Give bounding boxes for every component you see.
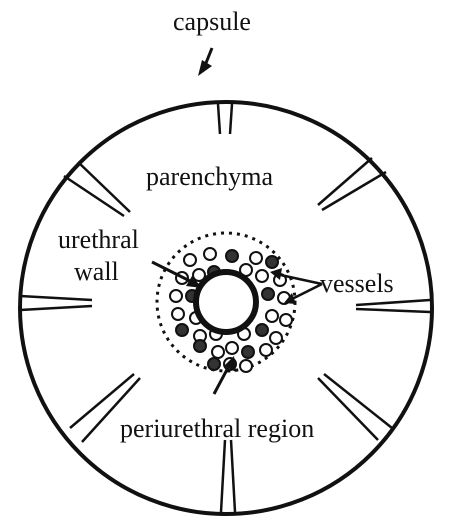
vessel [262,288,274,300]
vessel [172,308,184,320]
vessel [176,324,188,336]
vessel [266,256,278,268]
vessel [240,360,252,372]
septum-right [356,300,430,312]
vessel [184,254,196,266]
vessel [256,270,268,282]
urethral-wall-outer [196,272,256,332]
vessel [260,344,272,356]
vessels-label: vessels [320,269,394,298]
septum-bottom [221,440,235,512]
vessel [256,324,268,336]
capsule-label: capsule [173,7,251,36]
vessel [250,252,262,264]
periurethral-region-label: periurethral region [120,414,314,443]
vessel [170,290,182,302]
vessel [266,310,278,322]
septum-lower-right [318,374,392,440]
parenchyma-label: parenchyma [146,162,274,191]
vessel [226,250,238,262]
vessel [212,346,224,358]
septum-top [218,104,232,134]
vessel [208,358,220,370]
vessel [194,340,206,352]
vessel [242,346,254,358]
urethral-wall-label-line1: urethral [58,225,139,254]
septum-left [20,296,92,310]
urethral-wall-label-line2: wall [74,257,119,286]
vessel [204,248,216,260]
vessel [270,332,282,344]
vessel [280,314,292,326]
capsule-arrow [198,48,212,76]
vessel [226,342,238,354]
